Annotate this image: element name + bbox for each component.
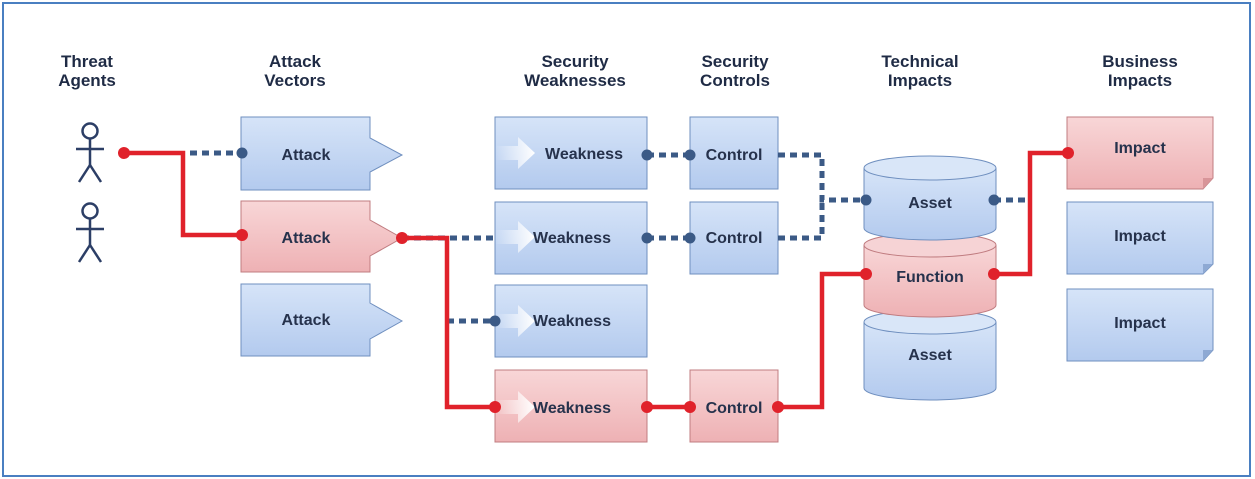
impact-label: Impact	[1114, 228, 1166, 245]
control-label: Control	[706, 400, 763, 417]
control-label: Control	[706, 147, 763, 164]
control-box-2: Control	[689, 201, 779, 275]
attack-vector-2: Attack	[240, 200, 404, 273]
control-label: Control	[706, 230, 763, 247]
impact-label: Impact	[1114, 140, 1166, 157]
attack-label: Attack	[282, 230, 331, 247]
business-impact-2: Impact	[1066, 201, 1214, 275]
threat-agent-icon	[76, 122, 104, 183]
weakness-label: Weakness	[533, 400, 611, 417]
dotted-connectors	[190, 150, 1030, 324]
asset-label: Asset	[908, 195, 952, 212]
weakness-box-4: Weakness	[494, 369, 648, 443]
asset-cylinder-bottom: Asset	[863, 309, 997, 401]
weakness-box-1: Weakness	[494, 116, 648, 190]
attack-label: Attack	[282, 147, 331, 164]
weakness-box-3: Weakness	[494, 284, 648, 358]
weakness-box-2: Weakness	[494, 201, 648, 275]
business-impact-1: Impact	[1066, 116, 1214, 190]
weakness-label: Weakness	[533, 230, 611, 247]
attack-label: Attack	[282, 312, 331, 329]
control-box-1: Control	[689, 116, 779, 190]
business-impact-3: Impact	[1066, 288, 1214, 362]
attack-vector-3: Attack	[240, 283, 404, 357]
threat-agent-icon	[76, 202, 104, 263]
connector-dots	[118, 147, 1074, 413]
impact-label: Impact	[1114, 315, 1166, 332]
attack-path	[124, 150, 1068, 410]
asset-cylinder-top: Asset	[863, 155, 997, 241]
weakness-label: Weakness	[545, 146, 623, 163]
function-cylinder: Function	[863, 232, 997, 318]
weakness-label: Weakness	[533, 313, 611, 330]
asset-label: Asset	[908, 347, 952, 364]
control-box-3: Control	[689, 369, 779, 443]
function-label: Function	[896, 269, 964, 286]
attack-vector-1: Attack	[240, 116, 404, 191]
